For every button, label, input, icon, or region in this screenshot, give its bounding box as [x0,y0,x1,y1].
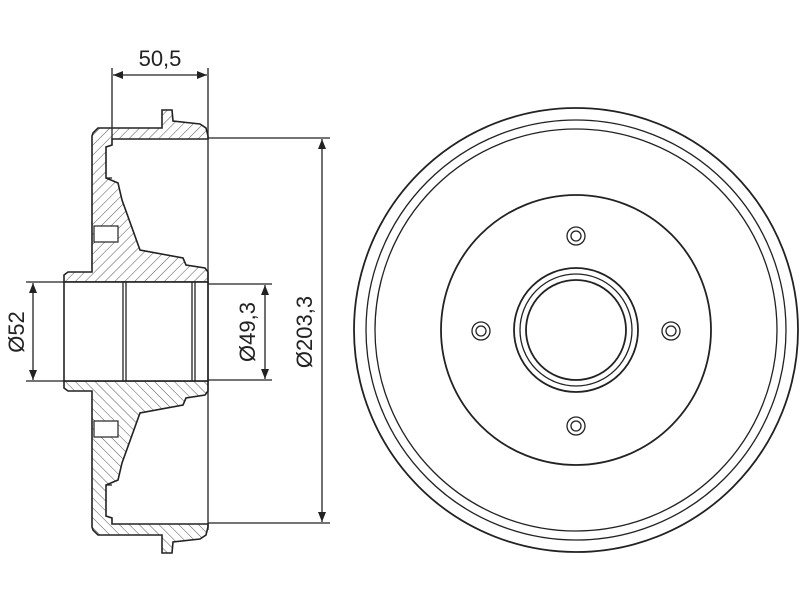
front-view [353,107,799,553]
bore-circle [525,279,627,381]
dimension-bore-diameter: Ø49,3 [208,283,272,381]
hub-bore [63,281,209,382]
hub-flange-circle [440,194,712,466]
drum-diameter-label: Ø203,3 [292,296,317,368]
width-label: 50,5 [139,46,182,71]
dimension-drum-diameter: Ø203,3 [208,137,330,524]
bore-diameter-label: Ø49,3 [235,302,260,362]
hub-diameter-label: Ø52 [4,311,29,353]
hub-outer-circle [513,267,639,393]
bolt-holes [471,226,681,436]
dimension-hub-diameter: Ø52 [4,281,64,382]
section-view [63,109,209,554]
drum-outer-circle [353,107,799,553]
dimension-width: 50,5 [111,46,209,530]
